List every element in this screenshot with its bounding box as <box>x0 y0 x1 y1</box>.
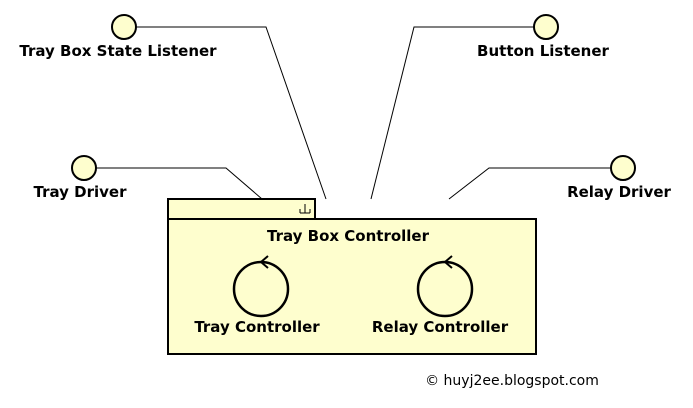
package-title: Tray Box Controller <box>267 227 430 245</box>
interface-label-tray-box-state-listener: Tray Box State Listener <box>19 42 217 60</box>
footer-credit: © huyj2ee.blogspot.com <box>425 373 599 389</box>
interface-label-relay-driver: Relay Driver <box>567 183 671 201</box>
control-arrow-icon <box>259 255 269 269</box>
connector-button-listener <box>370 26 534 200</box>
control-tray-controller: Tray Controller <box>194 255 320 336</box>
connector-tray-driver <box>96 167 263 200</box>
control-label-tray-controller: Tray Controller <box>194 318 320 336</box>
control-relay-controller: Relay Controller <box>372 255 509 336</box>
interface-circle-icon <box>533 14 559 40</box>
connector-relay-driver <box>448 167 611 200</box>
control-circle-icon <box>232 260 290 318</box>
package-body <box>167 218 537 355</box>
interface-label-tray-driver: Tray Driver <box>34 183 128 201</box>
control-arrow-icon <box>443 255 453 269</box>
interface-circle-icon <box>111 14 137 40</box>
interface-circle-icon <box>610 155 636 181</box>
interface-label-button-listener: Button Listener <box>477 42 609 60</box>
package-icon <box>299 204 311 214</box>
connectors <box>96 26 611 200</box>
control-label-relay-controller: Relay Controller <box>372 318 509 336</box>
interface-button-listener: Button Listener <box>477 14 610 60</box>
interface-circle-icon <box>71 155 97 181</box>
interface-tray-box-state-listener: Tray Box State Listener <box>19 14 217 60</box>
interface-relay-driver: Relay Driver <box>567 155 672 201</box>
package-tab <box>167 198 316 220</box>
interface-tray-driver: Tray Driver <box>34 155 128 201</box>
connector-tray-box-state-listener <box>136 26 327 200</box>
control-circle-icon <box>416 260 474 318</box>
package-tray-box-controller: Tray Box Controller <box>167 198 537 355</box>
